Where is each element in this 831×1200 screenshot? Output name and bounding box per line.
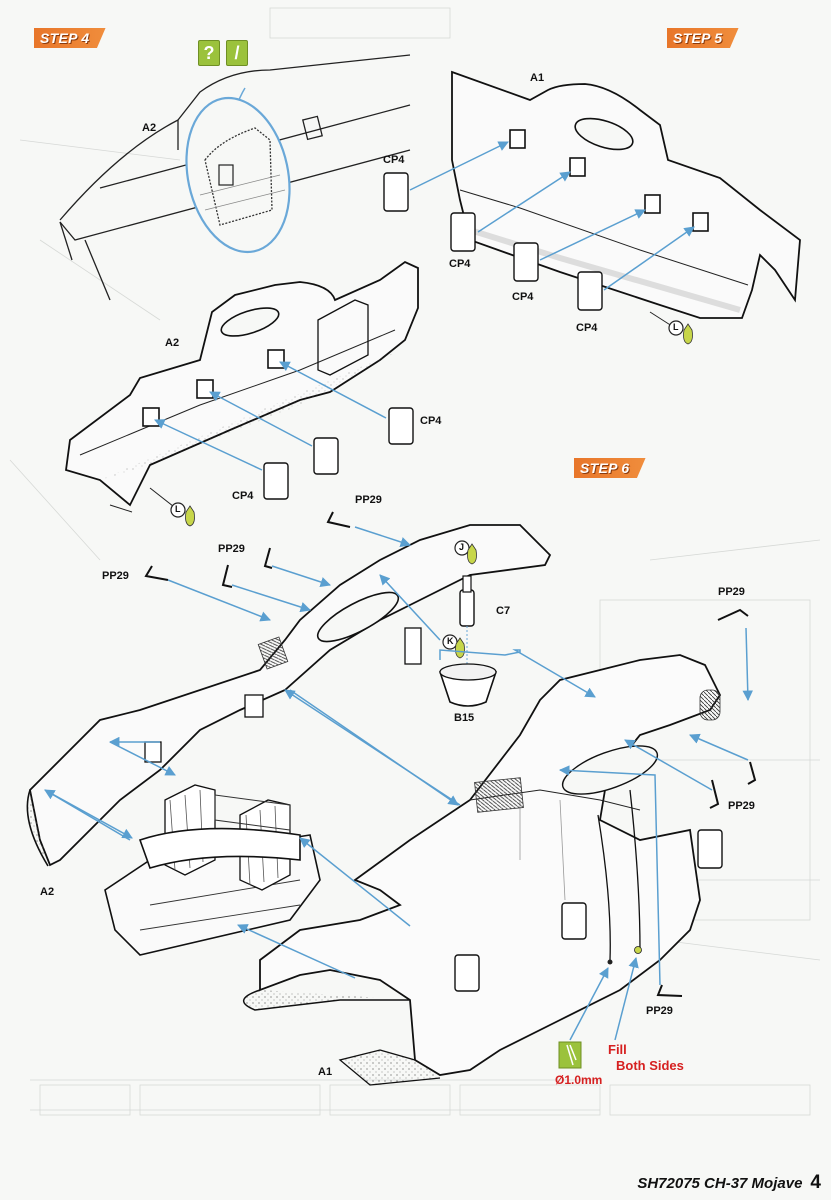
background-ghost-print [9,7,821,1116]
drill-size-note: Ø1.0mm [555,1073,603,1087]
step4-badge: STEP 4 [34,28,106,48]
step6-pp29-staples [144,511,757,997]
step5-glue-label: L [673,322,679,332]
step4-glue-drop-icon [149,487,195,527]
step5-label-cp4-1: CP4 [383,154,405,166]
step4-fuselage-outline [59,54,411,301]
step6-label-pp29-1: PP29 [355,494,382,506]
step4-arrows [154,361,387,471]
step6-glue-drops [442,540,477,659]
step6-label-pp29-3: PP29 [102,570,129,582]
step6-label-c7: C7 [496,605,511,617]
step5-cp4-parts [383,172,603,311]
step6-badge: STEP 6 [574,458,646,478]
step5-label-a1: A1 [530,72,545,84]
step4-label-a2-top: A2 [142,122,157,134]
step5-label-cp4-3: CP4 [512,291,534,303]
step5-glue-drop-icon [649,311,693,345]
step6-c7-part [459,575,475,672]
question-hint-icon: ? [198,40,220,66]
step6-cockpit-floor [104,784,321,956]
step5-label-cp4-2: CP4 [449,258,471,270]
step5-label-cp4-4: CP4 [576,322,598,334]
step6-glue-k-label: K [447,636,454,646]
step6-label-pp29-5: PP29 [728,800,755,812]
step6-a2-shell [26,524,552,867]
step4-cp4-parts [263,407,414,500]
step4-label-cp4-bottom: CP4 [232,490,254,502]
fill-note-line1: Fill [608,1042,627,1057]
drill-bit-icon [558,1041,582,1069]
step6-label-a1: A1 [318,1066,333,1078]
step4-label-cp4-right: CP4 [420,415,442,427]
step6-b15-part [439,663,497,707]
step5-badge: STEP 5 [667,28,739,48]
step6-label-b15: B15 [454,712,475,724]
page-footer: SH72075 CH-37 Mojave 4 [637,1172,821,1194]
model-name: SH72075 CH-37 Mojave [637,1175,803,1192]
step6-label-pp29-4: PP29 [718,586,745,598]
step5-a1-part [451,70,801,319]
step4-callout-zoom [185,87,291,254]
step4-a2-part [65,260,419,513]
step6-label-pp29-6: PP29 [646,1005,673,1017]
step6-arrows [44,526,753,1041]
step4-glue-label: L [175,504,181,514]
step6-label-pp29-2: PP29 [218,543,245,555]
fill-note-line2: Both Sides [616,1058,684,1073]
step4-label-a2-part: A2 [165,337,180,349]
step6-glue-j-label: J [459,542,465,552]
step6-label-a2: A2 [40,886,55,898]
step5-arrows [409,141,695,291]
slash-hint-icon: / [226,40,248,66]
page-number: 4 [810,1172,821,1193]
